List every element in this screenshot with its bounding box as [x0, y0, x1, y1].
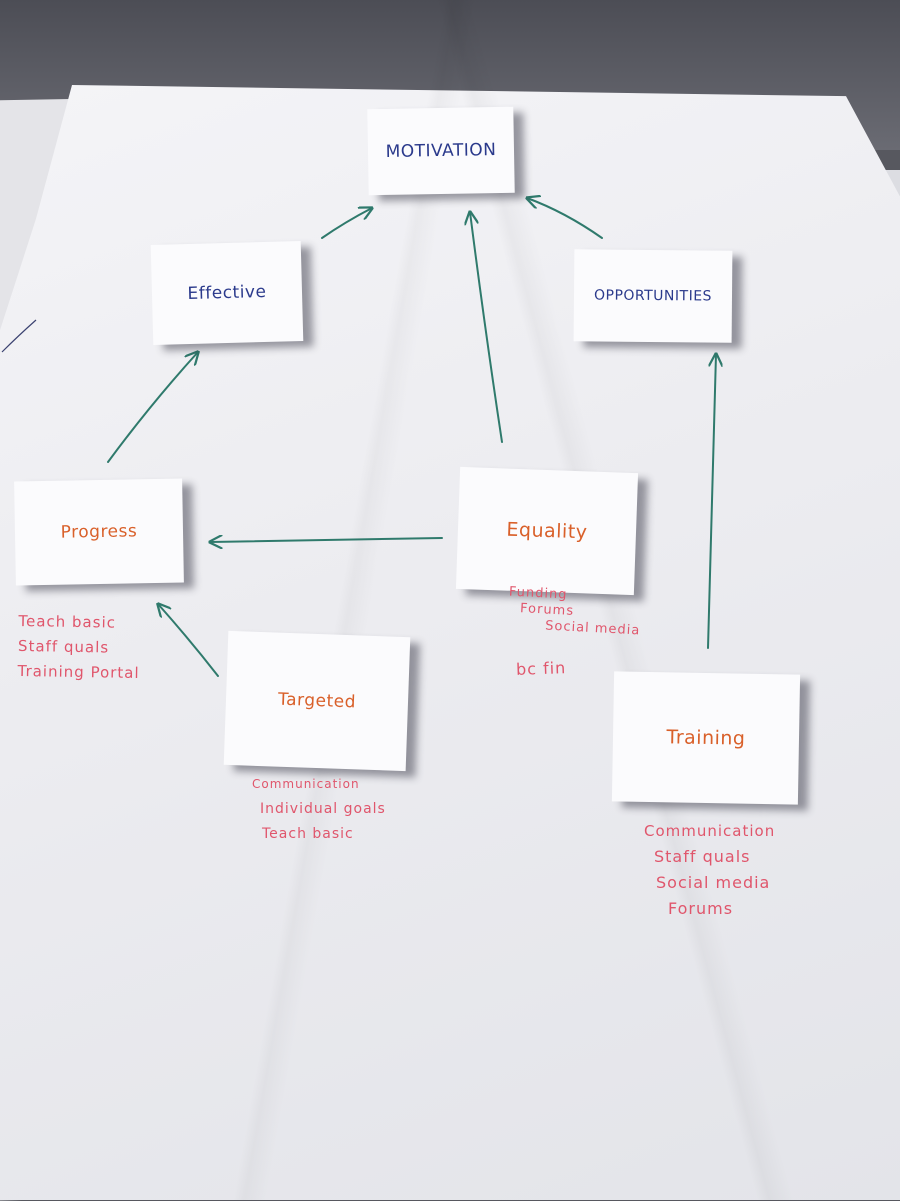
- arrow-opportunities-to-motivation: [527, 198, 603, 239]
- note-motivation-label: MOTIVATION: [385, 140, 497, 162]
- equality-extra-annotation: bc fin: [516, 655, 567, 682]
- annotation-line: bc fin: [515, 658, 567, 679]
- annotation-line: Teach basic: [18, 611, 117, 632]
- training-annotations: Communication Staff quals Social media F…: [644, 818, 775, 922]
- arrow-targeted-to-progress: [158, 604, 219, 677]
- annotation-line: Training Portal: [17, 661, 140, 683]
- note-training: Training: [611, 671, 801, 805]
- pencil-stroke-left: [1, 319, 37, 353]
- note-training-label: Training: [666, 726, 746, 750]
- equality-annotations: Funding Forums Social media: [507, 585, 643, 640]
- note-motivation: MOTIVATION: [367, 106, 515, 196]
- arrow-equality-to-motivation: [470, 212, 503, 443]
- annotation-line: Teach basic: [262, 826, 354, 842]
- paper-sheet: [0, 85, 900, 1200]
- annotation-line: Communication: [252, 777, 360, 791]
- annotation-line: Staff quals: [654, 847, 751, 866]
- note-effective-label: Effective: [187, 281, 267, 305]
- annotation-line: Forums: [668, 899, 734, 918]
- arrow-progress-to-effective: [107, 352, 198, 463]
- note-targeted-label: Targeted: [277, 689, 357, 713]
- note-targeted: Targeted: [223, 630, 411, 772]
- note-equality: Equality: [455, 466, 639, 596]
- note-progress-label: Progress: [60, 521, 138, 543]
- note-opportunities-label: OPPORTUNITIES: [593, 287, 713, 305]
- annotation-line: Individual goals: [260, 801, 386, 817]
- note-progress: Progress: [14, 478, 184, 586]
- annotation-line: Social media: [656, 873, 771, 892]
- note-effective: Effective: [150, 241, 304, 345]
- annotation-line: Staff quals: [17, 636, 110, 657]
- note-equality-label: Equality: [506, 518, 588, 544]
- arrow-training-to-opportunities: [707, 354, 716, 649]
- targeted-annotations: Communication Individual goals Teach bas…: [252, 772, 386, 847]
- progress-annotations: Teach basic Staff quals Training Portal: [17, 609, 140, 686]
- note-opportunities: OPPORTUNITIES: [573, 249, 733, 343]
- arrow-equality-to-progress: [210, 538, 443, 542]
- arrow-effective-to-motivation: [321, 208, 372, 239]
- annotation-line: Communication: [644, 822, 776, 840]
